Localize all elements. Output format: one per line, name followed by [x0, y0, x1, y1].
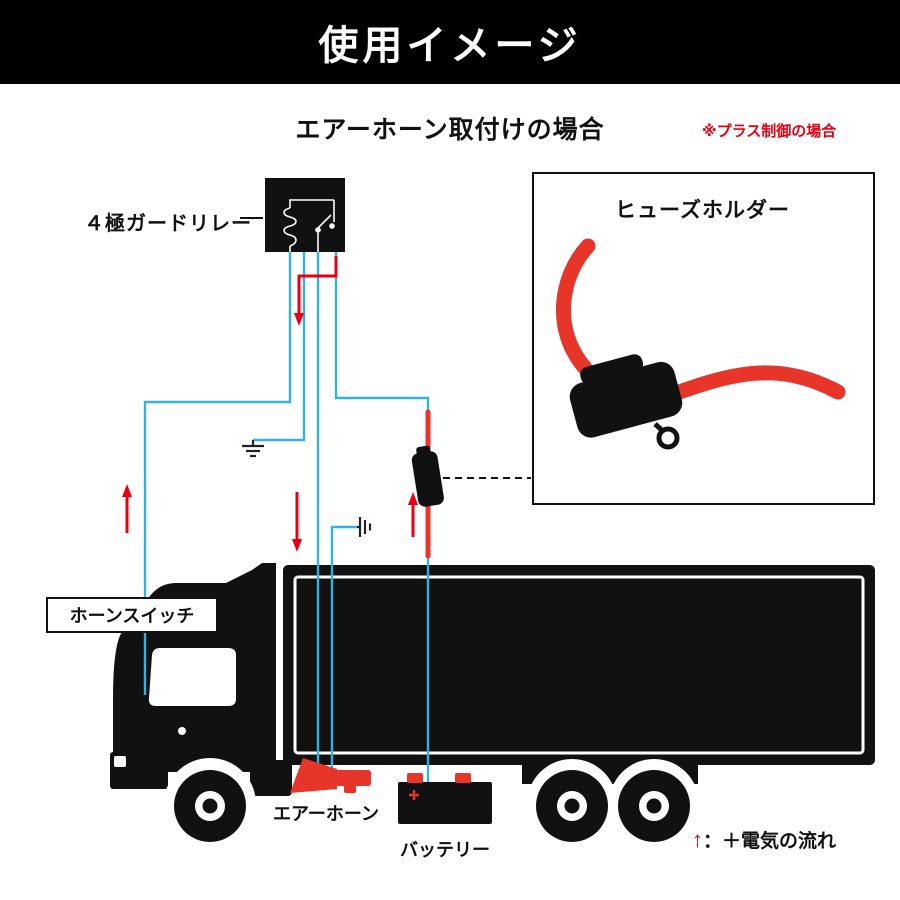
legend-text: ：＋電気の流れ [703, 831, 837, 852]
wire-horn-minus [330, 525, 357, 768]
trailer-body [283, 565, 875, 765]
wire-battery-upper [334, 252, 430, 414]
door-handle [178, 727, 186, 735]
air-horn-label: エアーホーン [272, 804, 380, 824]
battery [398, 773, 492, 824]
fuse-holder-cable-left [555, 238, 596, 376]
page-title: 使用イメージ [318, 24, 582, 68]
wire-horn-switch [143, 252, 292, 695]
relay-label: ４極ガードリレー [84, 213, 252, 235]
fuse-holder-callout-box [532, 172, 875, 505]
fuse-holder-clip [656, 426, 680, 450]
plus-control-note: ※プラス制御の場合 [702, 123, 837, 140]
fuel-tank [250, 760, 292, 796]
truck-illustration [110, 563, 875, 850]
horn-switch-label-box: ホーンスイッチ [46, 597, 218, 633]
terminal-icon [357, 517, 372, 537]
fuse-holder-body [569, 354, 683, 438]
trailer-pinstripe [293, 575, 865, 755]
flow-arrow-relay [297, 256, 338, 314]
plus-mark-icon [409, 790, 419, 800]
mirror-icon [137, 631, 146, 657]
diagram-subtitle: エアーホーン取付けの場合 [295, 116, 605, 144]
battery-terminal-plus [407, 773, 423, 783]
legend-up-arrow-icon: ↑ [692, 827, 703, 852]
relay-schematic-icon [283, 199, 335, 252]
relay-box [265, 178, 345, 252]
headlight [114, 756, 126, 767]
flow-legend: ↑：＋電気の流れ [692, 826, 836, 853]
inline-fuse [411, 409, 444, 559]
battery-label: バッテリー [400, 840, 490, 860]
wiring [143, 252, 430, 782]
fuse-holder-label: ヒューズホルダー [615, 199, 790, 222]
battery-terminal-minus [455, 773, 471, 783]
air-horn [290, 758, 371, 793]
ground-icon [242, 440, 264, 458]
cab-window [148, 648, 236, 706]
wire-relay-ground [253, 252, 306, 442]
horn-switch-label: ホーンスイッチ [69, 606, 195, 626]
fuse-holder-illustration [555, 238, 846, 450]
fuse-holder-cable-right [654, 365, 846, 406]
wheels [174, 770, 690, 842]
header-banner: 使用イメージ [0, 0, 900, 84]
flow-arrows [122, 256, 418, 552]
